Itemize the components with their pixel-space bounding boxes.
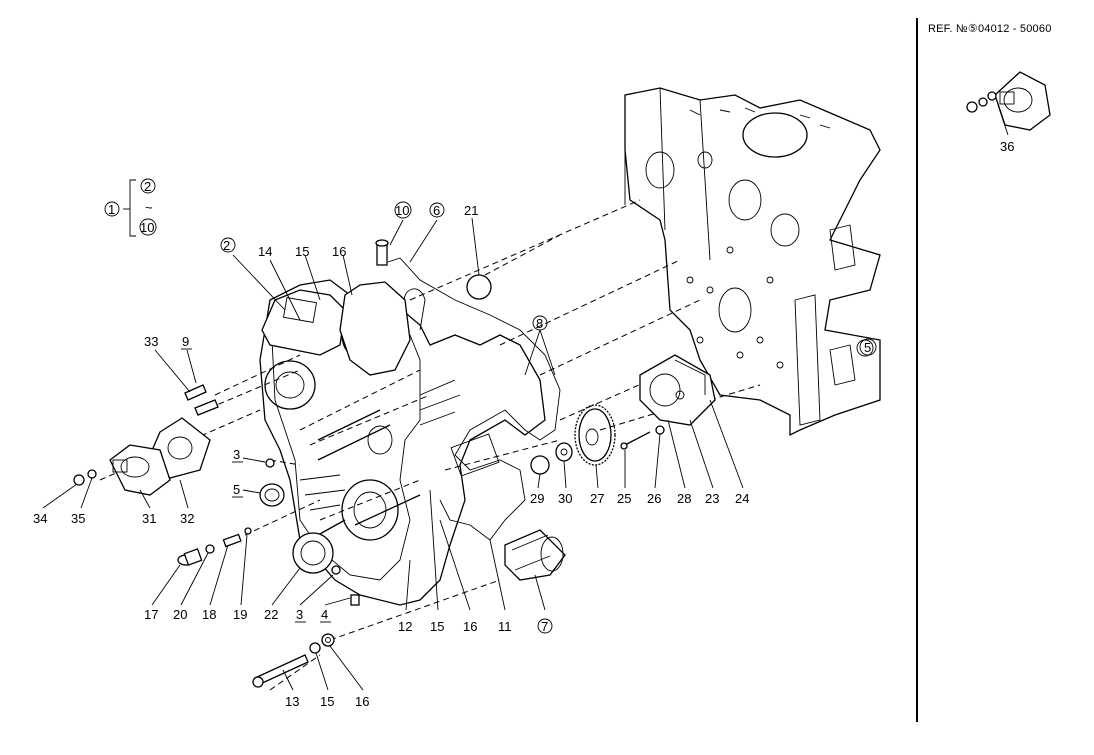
label-9: 9: [182, 334, 189, 349]
engine-block: [624, 87, 881, 437]
spring-18: [222, 533, 242, 548]
label-21: 21: [464, 203, 478, 218]
plug-3b: [331, 565, 341, 575]
o-ring-21: [466, 274, 492, 300]
label-3a: 3: [233, 447, 240, 462]
label-5a: 5: [233, 482, 240, 497]
label-24: 24: [735, 491, 749, 506]
bolt-13: [252, 654, 309, 688]
label-3b: 3: [296, 607, 303, 622]
washer-36: [978, 97, 988, 107]
ball-19: [244, 527, 252, 535]
seal-5a: [259, 483, 285, 507]
front-cover-top: [261, 281, 411, 376]
label-34: 34: [33, 511, 47, 526]
washer-35: [87, 469, 97, 479]
plug-17: [177, 548, 203, 566]
label-22: 22: [264, 607, 278, 622]
label-7: 7: [541, 619, 548, 634]
label-15a: 15: [295, 244, 309, 259]
label-18: 18: [202, 607, 216, 622]
reference-number: REF. №⑤04012 - 50060: [928, 23, 1052, 35]
label-group-sep: ~: [145, 200, 153, 215]
label-12: 12: [398, 619, 412, 634]
label-36: 36: [1000, 139, 1014, 154]
nut-36: [966, 101, 978, 113]
group-bracket: [129, 179, 136, 237]
bushing-7: [504, 529, 566, 581]
label-15b: 15: [430, 619, 444, 634]
nut-34: [73, 474, 85, 486]
label-group-start: 2: [144, 179, 151, 194]
label-15c: 15: [320, 694, 334, 709]
housing-31: [109, 444, 171, 496]
label-31: 31: [142, 511, 156, 526]
label-35: 35: [71, 511, 85, 526]
assembly-lines: [99, 199, 761, 691]
label-8: 8: [536, 316, 543, 331]
label-11: 11: [498, 619, 512, 634]
label-19: 19: [233, 607, 247, 622]
label-group-1: 1: [108, 202, 115, 217]
washer-16c: [321, 633, 335, 647]
label-16b: 16: [463, 619, 477, 634]
plug-3a: [265, 458, 275, 468]
washer-26: [655, 425, 665, 435]
label-16c: 16: [355, 694, 369, 709]
leader-lines: [42, 104, 1009, 691]
label-27: 27: [590, 491, 604, 506]
collar-29: [530, 455, 550, 475]
label-10: 10: [395, 203, 409, 218]
oil-seal-22: [292, 532, 334, 574]
label-28: 28: [677, 491, 691, 506]
label-group-end: 10: [140, 220, 154, 235]
label-13: 13: [285, 694, 299, 709]
label-5b: 5: [864, 340, 871, 355]
label-4: 4: [321, 607, 328, 622]
bolt-25: [624, 431, 651, 446]
label-33: 33: [144, 334, 158, 349]
water-outlet-36: [994, 71, 1051, 131]
label-23: 23: [705, 491, 719, 506]
idle-gear-27: [574, 404, 616, 466]
plug-4: [350, 594, 360, 606]
washer-15c: [309, 642, 321, 654]
label-16a: 16: [332, 244, 346, 259]
label-17: 17: [144, 607, 158, 622]
part-labels: 1 2 ~ 10 2 14 15 16 10 6 21 33 9 8 3 5: [33, 139, 1014, 709]
label-20: 20: [173, 607, 187, 622]
label-2: 2: [223, 238, 230, 253]
washer-30: [555, 442, 573, 462]
gasket-6: [387, 257, 561, 541]
label-25: 25: [617, 491, 631, 506]
label-14: 14: [258, 244, 272, 259]
pin-33: [184, 384, 219, 416]
label-6: 6: [433, 203, 440, 218]
label-32: 32: [180, 511, 194, 526]
label-26: 26: [647, 491, 661, 506]
oil-pump: [639, 354, 716, 426]
label-29: 29: [530, 491, 544, 506]
washer-20: [205, 544, 215, 554]
label-30: 30: [558, 491, 572, 506]
thermostat-stud-10: [375, 239, 389, 266]
